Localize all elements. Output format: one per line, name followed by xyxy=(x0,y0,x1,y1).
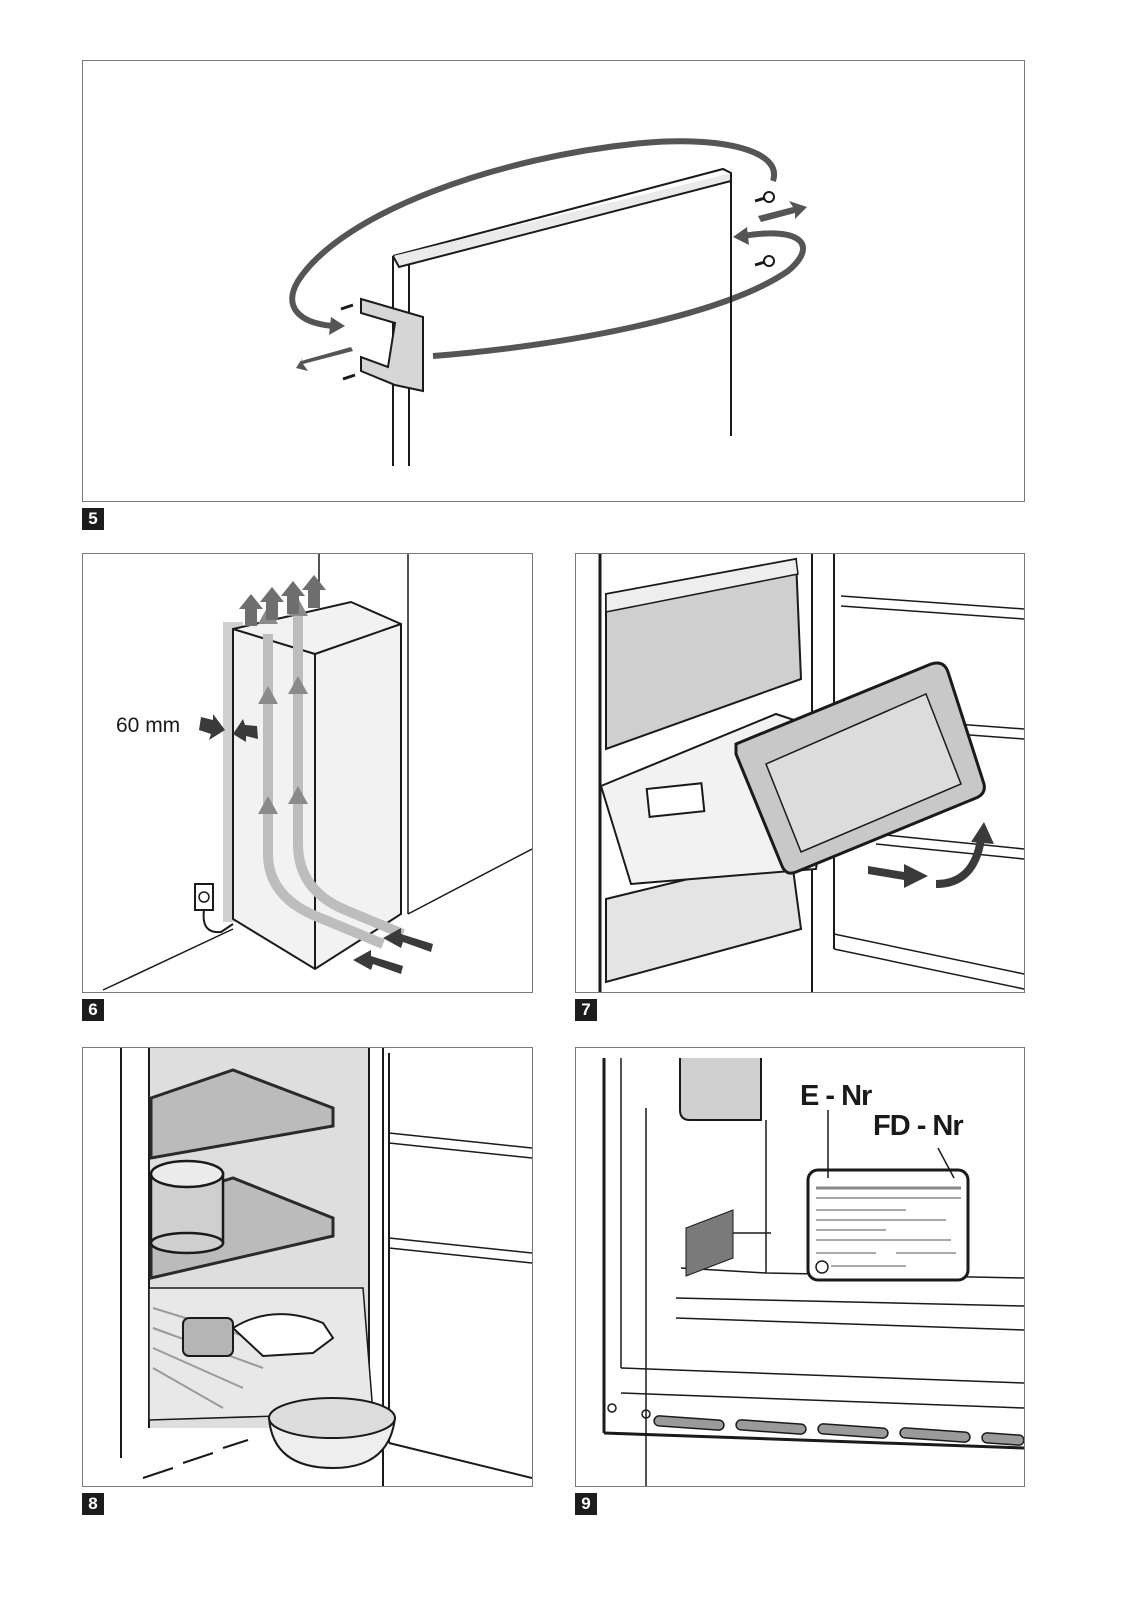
arrow-right-icon xyxy=(758,201,807,222)
gap-dimension-label: 60 mm xyxy=(116,714,180,738)
hinge-bracket xyxy=(361,299,423,391)
figure-6-panel: 60 mm xyxy=(82,553,533,993)
door-shelves xyxy=(389,1133,532,1263)
pot-icon xyxy=(151,1161,223,1253)
inlet-arrow-icon xyxy=(353,950,403,974)
figure-9-panel: E - Nr FD - Nr xyxy=(575,1047,1025,1487)
e-nr-label: E - Nr xyxy=(800,1080,871,1113)
upper-compartment xyxy=(680,1058,761,1120)
figure-7-panel xyxy=(575,553,1025,993)
sponge-icon xyxy=(183,1318,233,1356)
drawer-handle xyxy=(647,783,705,817)
figure-5-panel xyxy=(82,60,1025,502)
door-hinge-illustration xyxy=(83,61,1024,501)
power-socket-icon xyxy=(195,884,213,910)
figure-8-panel xyxy=(82,1047,533,1487)
drawer-removal-illustration xyxy=(576,554,1024,992)
rating-plate xyxy=(808,1170,968,1280)
gap-arrow-left-icon xyxy=(199,714,225,740)
figure-number-7: 7 xyxy=(575,999,597,1021)
arrow-left-icon xyxy=(296,347,353,371)
rotation-arrow-top xyxy=(292,141,774,326)
figure-number-8: 8 xyxy=(82,1493,104,1515)
fd-nr-label: FD - Nr xyxy=(873,1110,963,1143)
rotation-arrow-bottom xyxy=(433,233,803,356)
figure-number-6: 6 xyxy=(82,999,104,1021)
figure-number-5: 5 xyxy=(82,508,104,530)
base-vents xyxy=(143,1440,248,1478)
plate-location-marker xyxy=(686,1210,733,1276)
lift-arrow-icon xyxy=(971,822,994,844)
bowl-icon xyxy=(269,1398,395,1468)
pull-arrow-icon xyxy=(868,864,928,888)
defrost-cleaning-illustration xyxy=(83,1048,532,1486)
installation-ventilation-illustration xyxy=(83,554,532,992)
figure-number-9: 9 xyxy=(575,1493,597,1515)
